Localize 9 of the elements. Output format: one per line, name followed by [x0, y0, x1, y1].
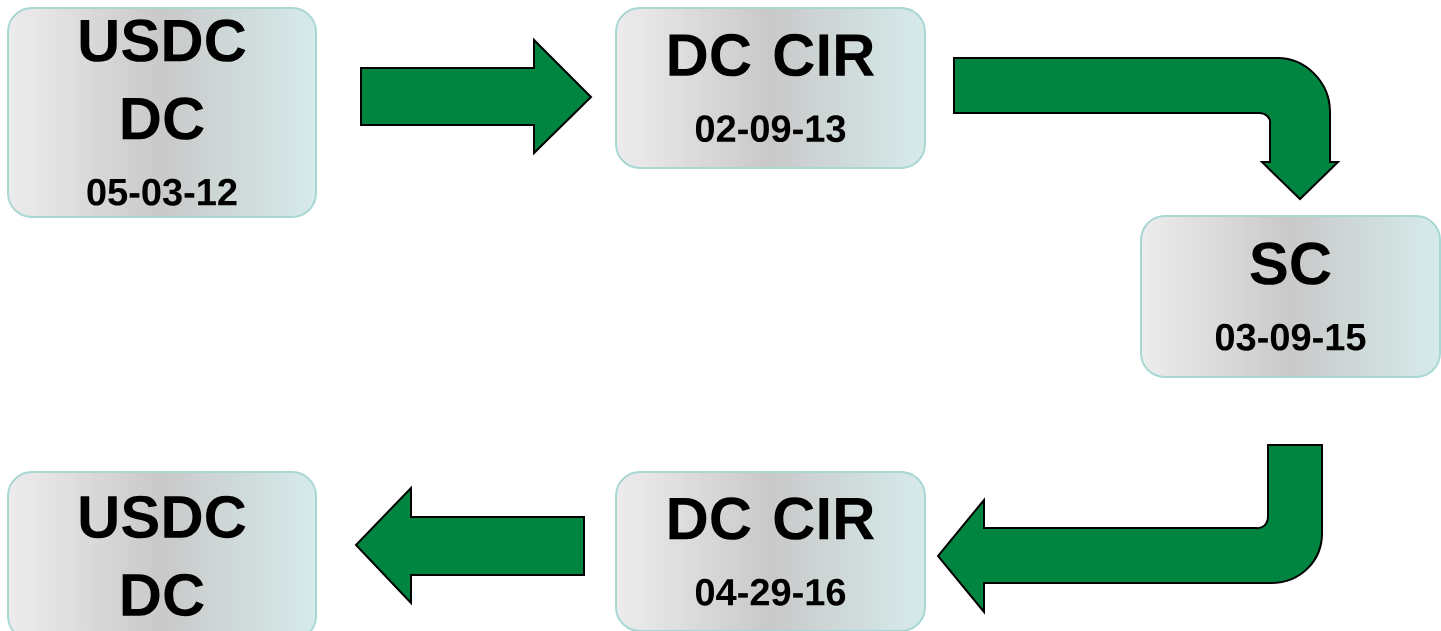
process-box: DC CIR 04-29-16 — [615, 471, 926, 631]
block-arrow — [953, 57, 1339, 200]
block-arrow — [354, 485, 585, 606]
block-arrow — [937, 444, 1323, 613]
process-box: USDC DC — [7, 471, 317, 631]
process-box: DC CIR 02-09-13 — [615, 7, 926, 169]
process-box: SC 03-09-15 — [1140, 215, 1441, 378]
process-box: USDC DC 05-03-12 — [7, 7, 317, 218]
block-arrow — [360, 37, 593, 156]
